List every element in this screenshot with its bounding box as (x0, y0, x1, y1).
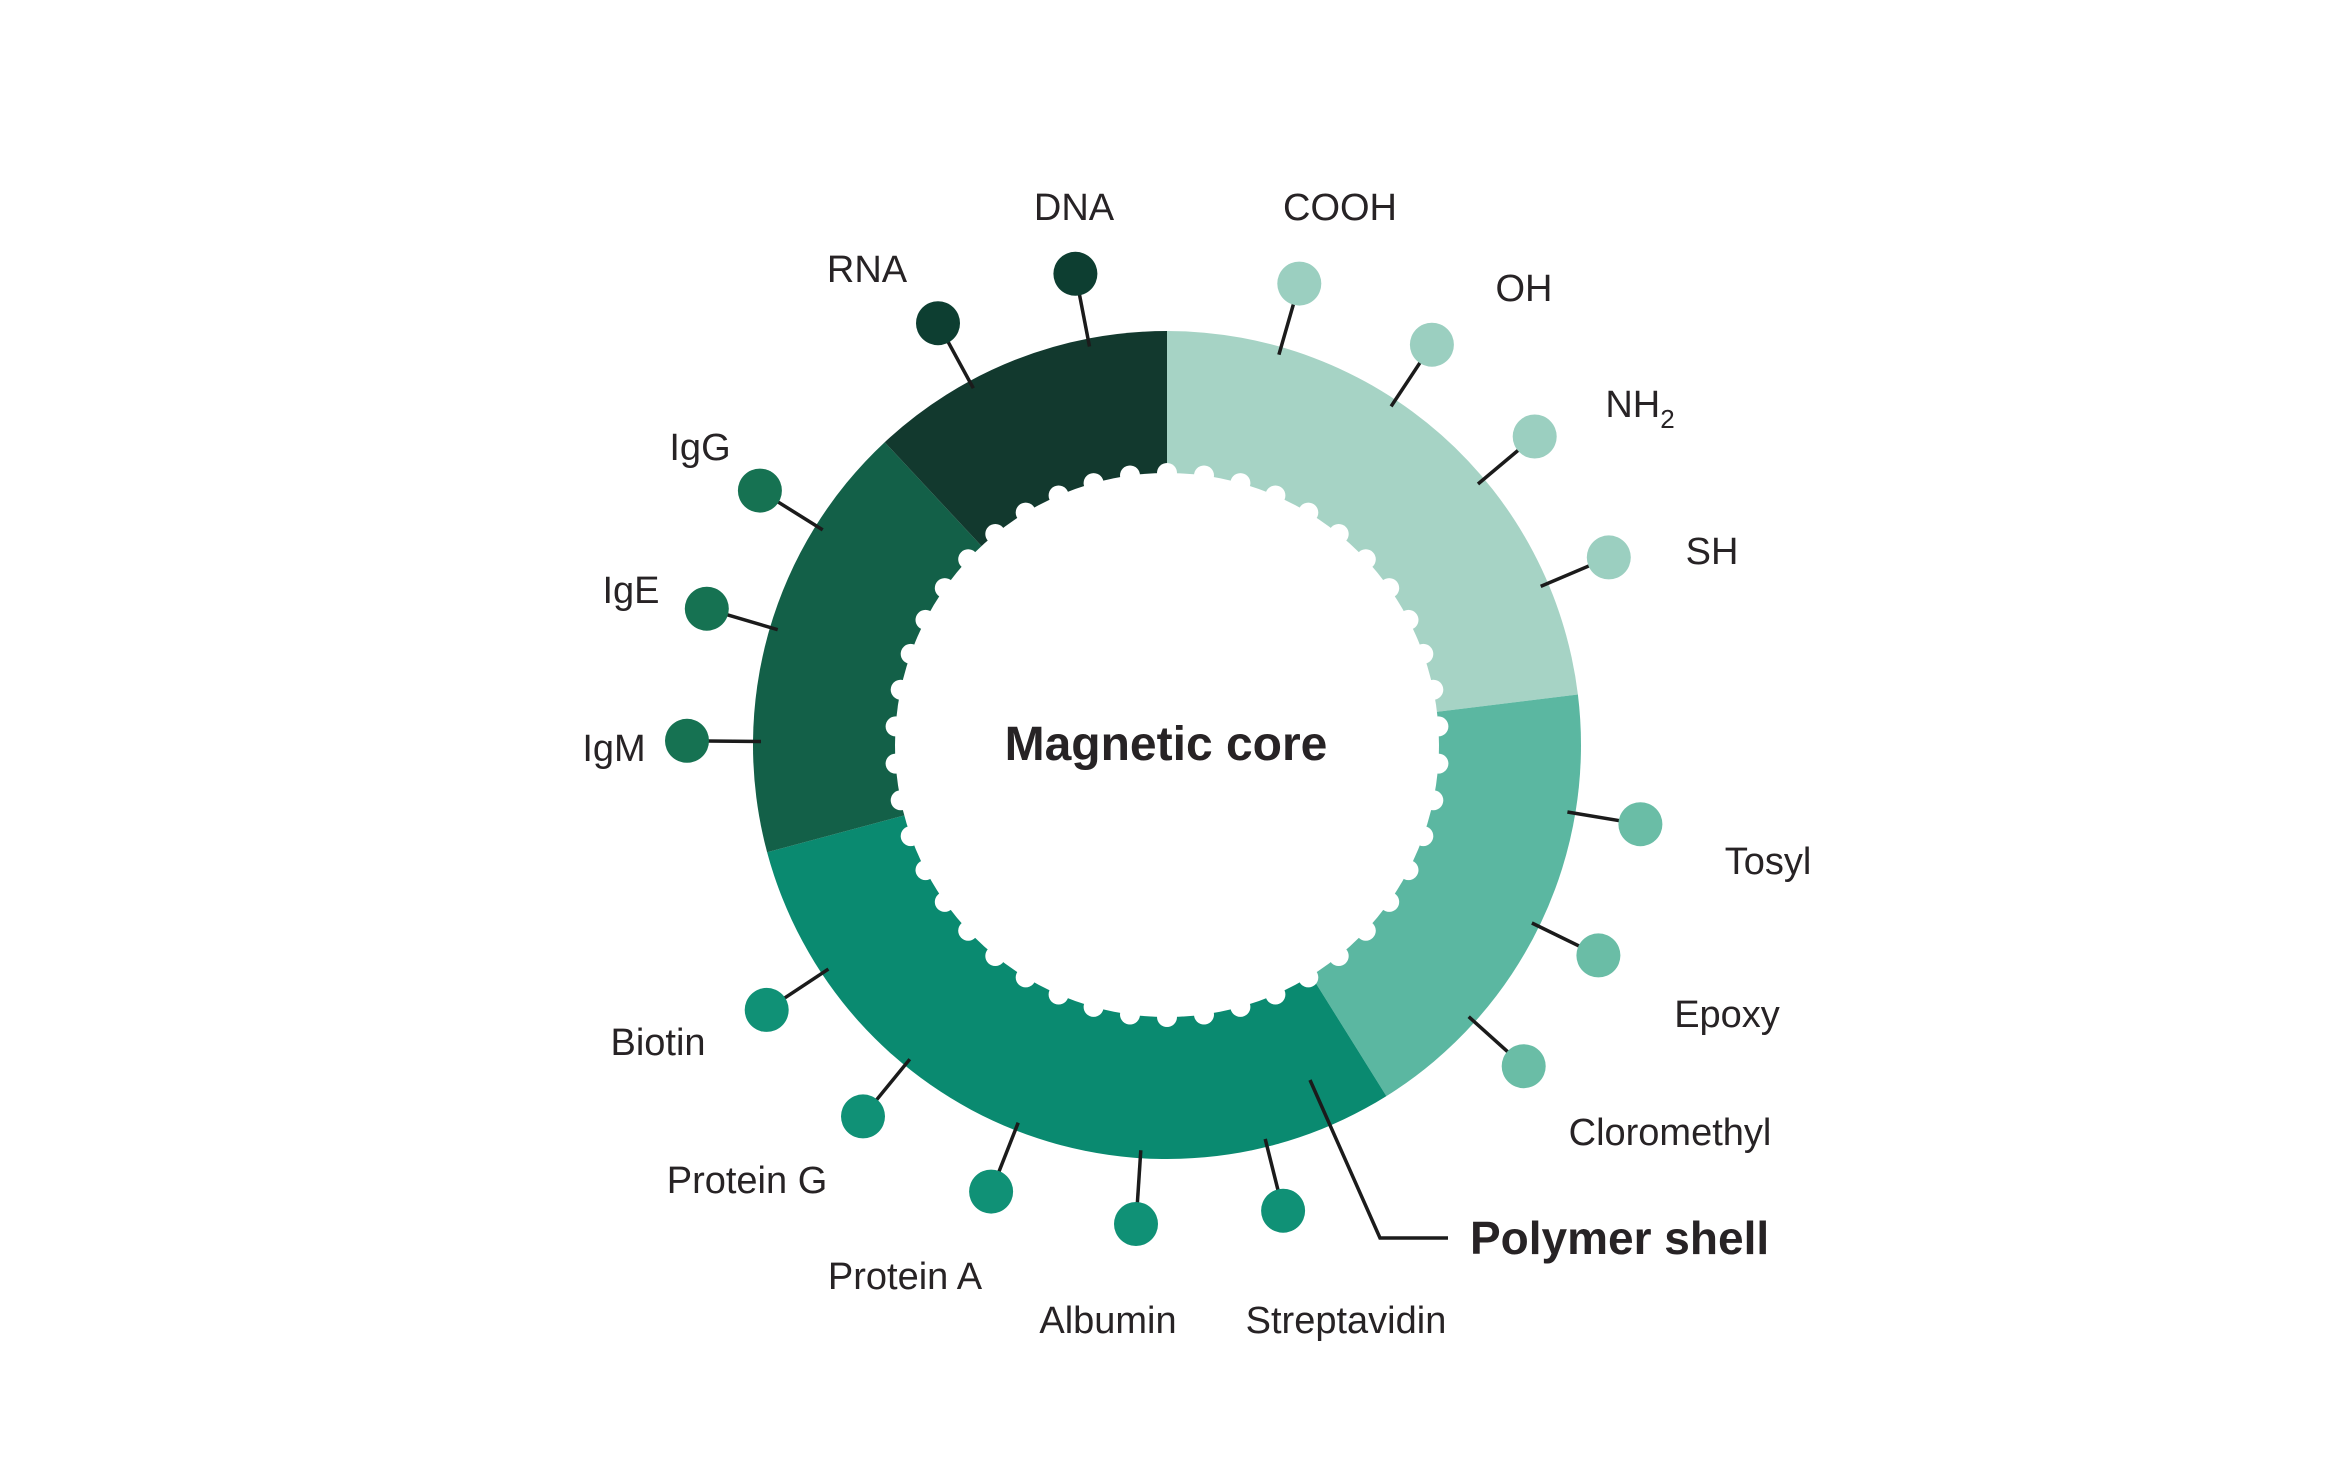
item-dot-cloromethyl (1501, 1044, 1546, 1089)
item-label-tosyl: Tosyl (1725, 841, 1812, 883)
item-label-ige: IgE (602, 570, 659, 612)
item-label-biotin: Biotin (610, 1022, 705, 1064)
item-label-epoxy: Epoxy (1674, 994, 1780, 1036)
item-dot-oh (1409, 322, 1454, 367)
item-dot-ige (684, 586, 729, 631)
magnetic-core-label: Magnetic core (1005, 718, 1328, 771)
item-dot-tosyl (1618, 802, 1663, 847)
item-dot-rna (916, 301, 960, 346)
item-label-dna: DNA (1034, 187, 1115, 229)
item-label-sh: SH (1686, 531, 1739, 573)
item-dot-albumin (1114, 1202, 1158, 1246)
item-dot-protein-a (969, 1169, 1014, 1214)
polymer-shell-leader-line (1308, 1079, 1448, 1240)
item-label-igg: IgG (669, 427, 730, 469)
item-label-oh: OH (1496, 268, 1553, 310)
item-dot-epoxy (1576, 933, 1621, 978)
item-label-albumin: Albumin (1039, 1300, 1176, 1342)
item-dot-cooh (1277, 261, 1322, 306)
item-dot-igg (737, 468, 782, 513)
polymer-shell-label: Polymer shell (1470, 1212, 1769, 1264)
magnetic-core-disc (895, 473, 1439, 1017)
item-label-protein-g: Protein G (667, 1160, 828, 1202)
item-dot-igm (665, 718, 709, 763)
item-label-streptavidin: Streptavidin (1246, 1300, 1447, 1342)
item-label-cloromethyl: Cloromethyl (1569, 1112, 1772, 1154)
item-dot-dna (1053, 251, 1098, 296)
item-label-rna: RNA (827, 249, 908, 291)
item-dot-streptavidin (1261, 1188, 1306, 1233)
item-dots (665, 251, 1663, 1246)
item-dot-sh (1586, 535, 1631, 580)
item-dot-biotin (744, 987, 789, 1032)
item-label-protein-a: Protein A (828, 1256, 983, 1298)
item-label-cooh: COOH (1283, 187, 1397, 229)
item-dot-protein-g (841, 1094, 885, 1139)
item-label-nh2: NH2 (1605, 384, 1674, 434)
item-dot-nh2 (1512, 414, 1557, 459)
item-label-igm: IgM (582, 728, 645, 770)
